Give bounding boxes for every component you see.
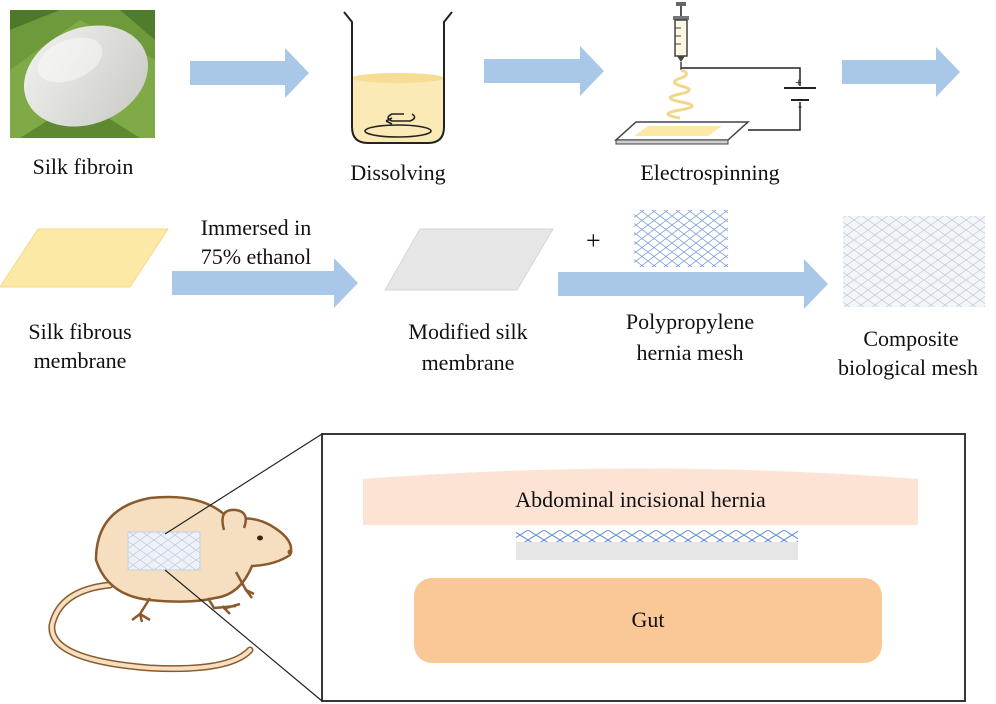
plus-sign: + (586, 226, 601, 255)
label-abdominal-incisional-hernia: Abdominal incisional hernia (515, 487, 766, 512)
composite-biological-mesh (843, 216, 985, 307)
arrow-electrospinning-to-next (842, 47, 960, 97)
label-silk-fibrous-membrane-line1: Silk fibrous (28, 319, 132, 344)
silk-cocoon-photo (10, 10, 155, 138)
arrow-dissolving-to-electrospinning (484, 46, 604, 96)
rat-illustration (48, 495, 293, 673)
zoom-line-top (164, 433, 323, 535)
label-electrospinning: Electrospinning (640, 160, 780, 185)
label-gut: Gut (631, 607, 665, 632)
label-silk-fibrous-membrane-line2: membrane (33, 348, 127, 373)
label-modified-silk-membrane-line2: membrane (421, 350, 515, 375)
silk-fibrous-membrane (0, 228, 169, 288)
battery-minus-sign: - (798, 99, 802, 113)
label-composite-line2: biological mesh (838, 355, 978, 380)
arrow-immersed-in-ethanol (172, 258, 358, 308)
battery-plus-sign: + (795, 75, 802, 89)
label-immersed-line1: Immersed in (200, 215, 312, 240)
abdominal-wall-layer (363, 468, 918, 525)
label-polypropylene-line1: Polypropylene (625, 309, 755, 334)
label-composite-line1: Composite (863, 326, 959, 351)
zoom-line-bottom (164, 569, 323, 702)
arrow-to-composite-mesh (558, 259, 828, 309)
polypropylene-hernia-mesh (634, 210, 728, 267)
gut-layer (414, 578, 882, 663)
inset-mesh-layer (516, 530, 798, 560)
label-polypropylene-line2: hernia mesh (636, 340, 744, 365)
label-immersed-line2: 75% ethanol (200, 244, 312, 269)
label-modified-silk-membrane-line1: Modified silk (408, 319, 528, 344)
beaker-icon (343, 11, 453, 144)
modified-silk-membrane (384, 228, 554, 291)
electrospinning-apparatus-icon (614, 2, 816, 145)
label-silk-fibroin: Silk fibroin (32, 154, 134, 179)
arrow-fibroin-to-dissolving (190, 48, 309, 98)
label-dissolving: Dissolving (350, 160, 446, 185)
